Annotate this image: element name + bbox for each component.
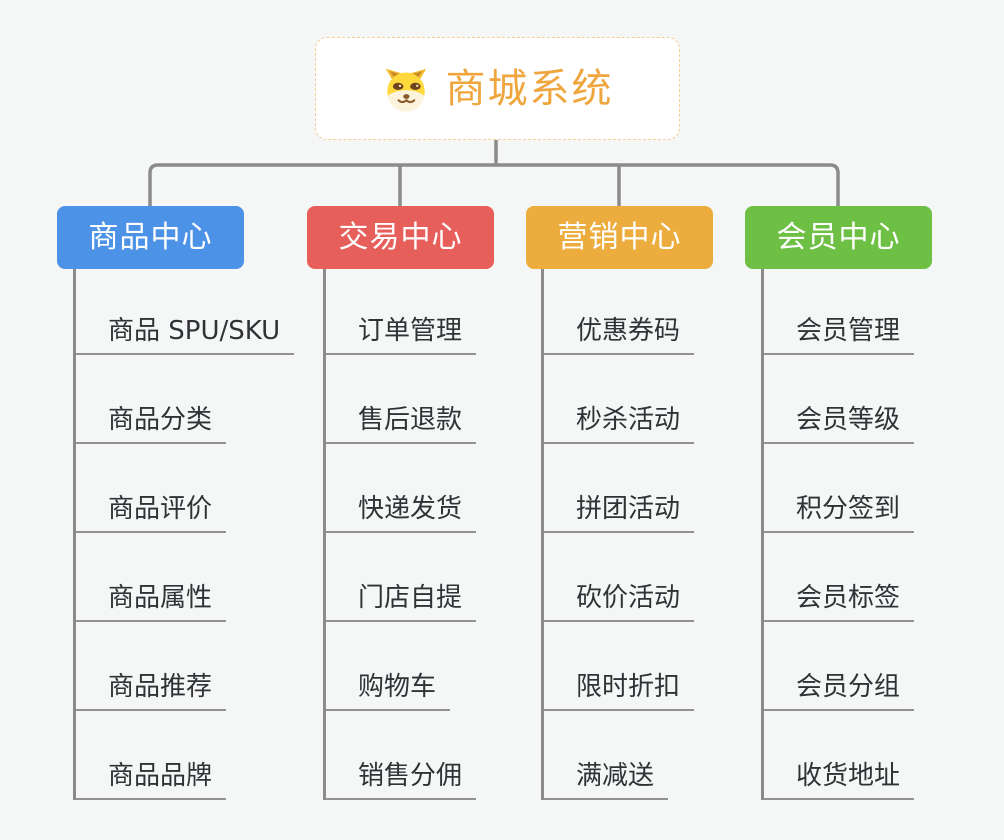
sub-topic[interactable]: 销售分佣 <box>326 760 477 800</box>
sub-topic[interactable]: 限时折扣 <box>544 671 695 711</box>
branch-topic-member-center[interactable]: 会员中心 <box>745 206 932 269</box>
sub-topic[interactable]: 商品评价 <box>76 493 227 533</box>
root-topic-label: 商城系统 <box>445 65 614 112</box>
sub-topic[interactable]: 积分签到 <box>764 493 915 533</box>
branch-topic-product-center[interactable]: 商品中心 <box>57 206 244 269</box>
branch-subtopics-member-center: 会员管理 会员等级 积分签到 会员标签 会员分组 收货地址 <box>761 269 915 800</box>
branch-subtopics-trade-center: 订单管理 售后退款 快递发货 门店自提 购物车 销售分佣 <box>323 269 477 800</box>
branch-topic-label: 会员中心 <box>776 219 901 255</box>
sub-topic[interactable]: 拼团活动 <box>544 493 695 533</box>
branch-topic-label: 交易中心 <box>338 219 463 255</box>
sub-topic[interactable]: 优惠券码 <box>544 315 695 355</box>
sub-topic[interactable]: 会员等级 <box>764 404 915 444</box>
branch-topic-trade-center[interactable]: 交易中心 <box>307 206 494 269</box>
branch-subtopics-product-center: 商品 SPU/SKU 商品分类 商品评价 商品属性 商品推荐 商品品牌 <box>73 269 295 800</box>
sub-topic[interactable]: 商品分类 <box>76 404 227 444</box>
branch-bus-line <box>148 163 840 208</box>
sub-topic[interactable]: 收货地址 <box>764 760 915 800</box>
branch-topic-marketing-center[interactable]: 营销中心 <box>526 206 713 269</box>
sub-topic[interactable]: 会员分组 <box>764 671 915 711</box>
doge-face-icon <box>382 65 430 113</box>
branch-topic-label: 商品中心 <box>88 219 213 255</box>
root-topic[interactable]: 商城系统 <box>315 37 680 140</box>
sub-topic[interactable]: 商品推荐 <box>76 671 227 711</box>
sub-topic[interactable]: 会员管理 <box>764 315 915 355</box>
sub-topic[interactable]: 订单管理 <box>326 315 477 355</box>
sub-topic[interactable]: 门店自提 <box>326 582 477 622</box>
branch-topic-label: 营销中心 <box>557 219 682 255</box>
sub-topic[interactable]: 商品品牌 <box>76 760 227 800</box>
sub-topic[interactable]: 秒杀活动 <box>544 404 695 444</box>
sub-topic[interactable]: 砍价活动 <box>544 582 695 622</box>
sub-topic[interactable]: 售后退款 <box>326 404 477 444</box>
sub-topic[interactable]: 满减送 <box>544 760 669 800</box>
sub-topic[interactable]: 快递发货 <box>326 493 477 533</box>
sub-topic[interactable]: 商品属性 <box>76 582 227 622</box>
sub-topic[interactable]: 会员标签 <box>764 582 915 622</box>
branch-subtopics-marketing-center: 优惠券码 秒杀活动 拼团活动 砍价活动 限时折扣 满减送 <box>541 269 695 800</box>
sub-topic[interactable]: 商品 SPU/SKU <box>76 315 295 355</box>
sub-topic[interactable]: 购物车 <box>326 671 451 711</box>
